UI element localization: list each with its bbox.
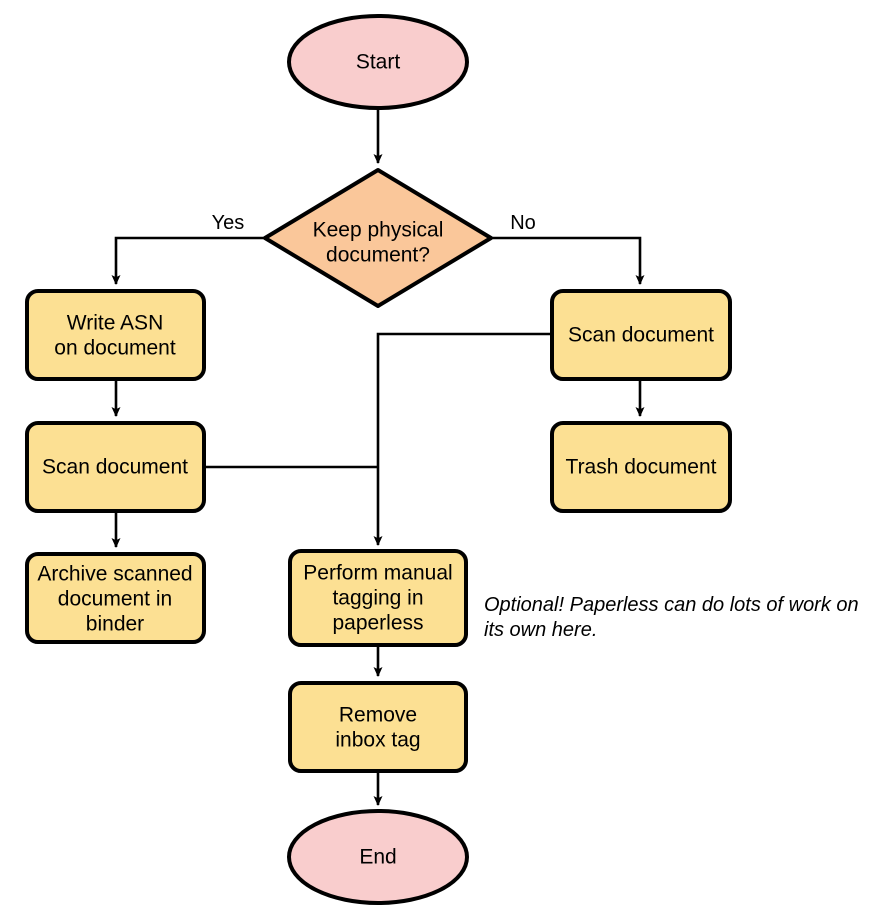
manual-tagging-label-line-1: Perform manual xyxy=(303,562,452,585)
edge-layer xyxy=(111,110,645,806)
edge-scan-right-to-tagging xyxy=(373,332,552,546)
optional-note: Optional! Paperless can do lots of work … xyxy=(484,594,859,641)
archive-binder-label-line-2: document in xyxy=(58,588,172,611)
optional-note-line-1: Optional! Paperless can do lots of work … xyxy=(484,594,859,616)
manual-tagging-label-line-2: tagging in xyxy=(332,587,423,610)
scan-document-left-label: Scan document xyxy=(42,456,188,479)
decision-diamond-shape xyxy=(263,168,493,308)
scan-document-left-box-shape xyxy=(25,421,206,513)
node-scan-document-left[interactable]: Scan document xyxy=(25,421,206,513)
trash-document-label: Trash document xyxy=(566,456,717,479)
node-manual-tagging[interactable]: Perform manual tagging in paperless xyxy=(288,549,468,647)
remove-inbox-tag-label-line-1: Remove xyxy=(339,704,417,727)
end-ellipse-shape xyxy=(287,809,469,905)
remove-inbox-tag-label-line-2: inbox tag xyxy=(335,729,420,752)
start-label: Start xyxy=(356,51,401,74)
edge-label-yes: Yes xyxy=(212,212,245,234)
edge-label-no: No xyxy=(510,212,536,234)
scan-document-right-label: Scan document xyxy=(568,324,714,347)
node-write-asn[interactable]: Write ASN on document xyxy=(25,289,206,381)
start-ellipse-shape xyxy=(287,14,469,110)
node-scan-document-right[interactable]: Scan document xyxy=(550,289,732,381)
manual-tagging-box-shape xyxy=(288,549,468,647)
decision-label-line-2: document? xyxy=(326,244,430,267)
node-start[interactable]: Start xyxy=(287,14,469,110)
write-asn-box-shape xyxy=(25,289,206,381)
write-asn-label-line-2: on document xyxy=(54,337,176,360)
edge-decision-yes xyxy=(111,236,265,285)
edge-label-layer: Yes No xyxy=(212,212,536,234)
archive-binder-label-line-3: binder xyxy=(86,613,144,636)
edge-decision-no xyxy=(491,236,645,285)
node-trash-document[interactable]: Trash document xyxy=(550,421,732,513)
trash-document-box-shape xyxy=(550,421,732,513)
optional-note-line-2: its own here. xyxy=(484,619,597,641)
write-asn-label-line-1: Write ASN xyxy=(67,312,163,335)
scan-document-right-box-shape xyxy=(550,289,732,381)
node-end[interactable]: End xyxy=(287,809,469,905)
node-archive-binder[interactable]: Archive scanned document in binder xyxy=(25,552,206,644)
archive-binder-label-line-1: Archive scanned xyxy=(37,563,192,586)
end-label: End xyxy=(359,846,396,869)
remove-inbox-tag-box-shape xyxy=(288,681,468,773)
decision-label-line-1: Keep physical xyxy=(313,219,444,242)
node-remove-inbox-tag[interactable]: Remove inbox tag xyxy=(288,681,468,773)
archive-binder-box-shape xyxy=(25,552,206,644)
node-keep-physical-document[interactable]: Keep physical document? xyxy=(263,168,493,308)
manual-tagging-label-line-3: paperless xyxy=(332,612,423,635)
